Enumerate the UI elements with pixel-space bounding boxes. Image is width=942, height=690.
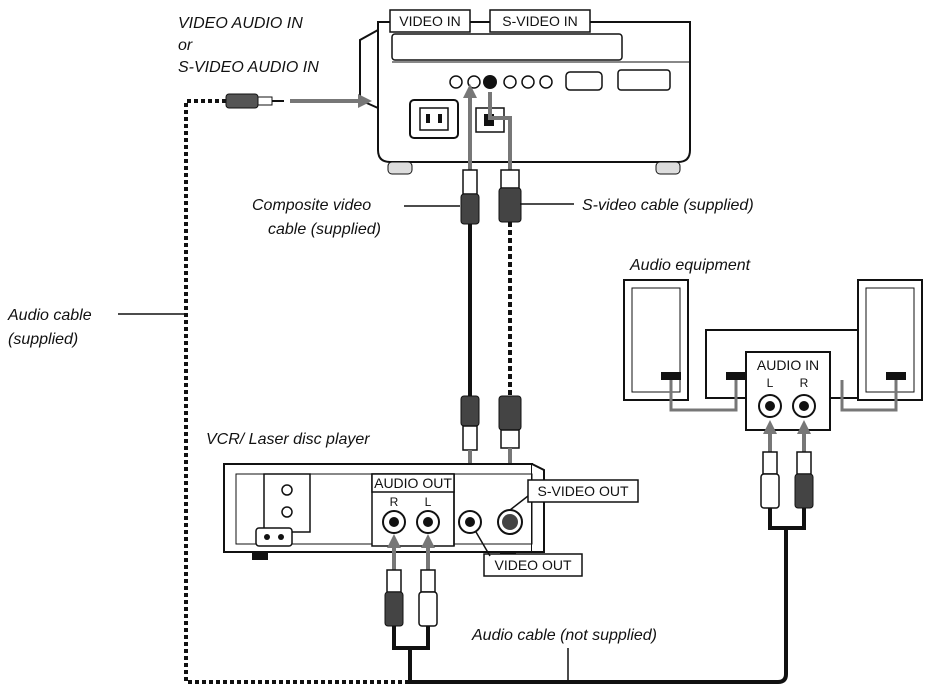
- audio-in-r-label: R: [800, 376, 809, 390]
- svg-text:VIDEO IN: VIDEO IN: [399, 13, 460, 29]
- svg-text:AUDIO OUT: AUDIO OUT: [374, 475, 452, 491]
- composite-cable-label-2: cable (supplied): [268, 221, 381, 238]
- svideo-in-label: S-VIDEO IN: [489, 9, 591, 33]
- composite-cable-label-1: Composite video: [252, 197, 371, 214]
- audio-cable-supplied-label-1: Audio cable: [7, 307, 92, 324]
- audio-cable-not-supplied-line: [408, 528, 788, 684]
- audio-cable-not-supplied-label: Audio cable (not supplied): [471, 627, 657, 644]
- svideo-cable: [488, 92, 522, 512]
- or-label: or: [178, 37, 193, 54]
- audio-minijack-plug: [225, 93, 372, 109]
- audio-out-r-label: R: [390, 495, 399, 509]
- svideo-out-leader: [509, 495, 529, 511]
- vcr-label: VCR/ Laser disc player: [206, 431, 370, 448]
- video-in-label: VIDEO IN: [389, 9, 471, 33]
- svg-text:S-VIDEO OUT: S-VIDEO OUT: [537, 483, 628, 499]
- audio-out-l-label: L: [425, 495, 432, 509]
- svideo-out-label: S-VIDEO OUT: [527, 479, 639, 503]
- video-out-leader: [475, 531, 491, 557]
- audio-cable-supplied-line: [184, 99, 410, 684]
- audio-out-label: AUDIO OUT: [371, 473, 455, 493]
- svg-text:VIDEO OUT: VIDEO OUT: [494, 557, 571, 573]
- composite-video-cable: [460, 84, 480, 510]
- audio-equipment-label: Audio equipment: [629, 257, 751, 274]
- svg-text:S-VIDEO IN: S-VIDEO IN: [502, 13, 577, 29]
- audio-equipment-rca-cables: [760, 420, 814, 530]
- projector: [359, 21, 691, 175]
- svideo-cable-label: S-video cable (supplied): [582, 197, 754, 214]
- audio-cable-supplied-label-2: (supplied): [8, 331, 78, 348]
- video-out-label: VIDEO OUT: [483, 553, 583, 577]
- svideo-audio-in-label: S-VIDEO AUDIO IN: [178, 59, 319, 76]
- video-audio-in-label: VIDEO AUDIO IN: [178, 15, 303, 32]
- audio-equipment: [623, 279, 923, 431]
- audio-in-l-label: L: [767, 376, 774, 390]
- audio-in-label: AUDIO IN: [757, 357, 819, 373]
